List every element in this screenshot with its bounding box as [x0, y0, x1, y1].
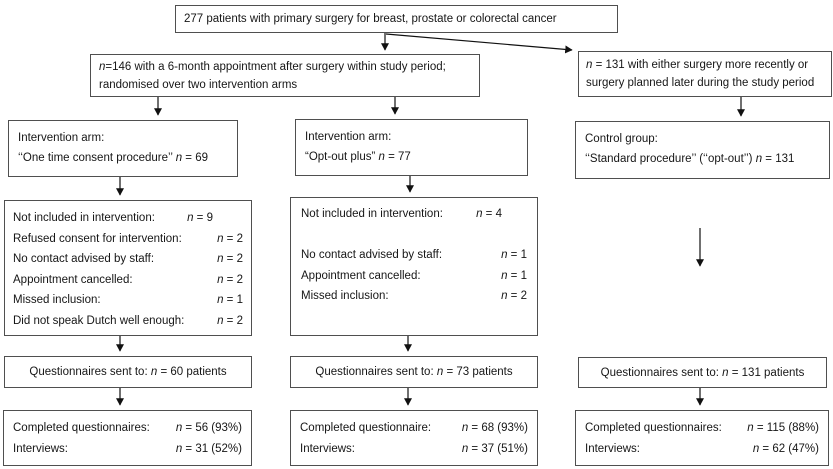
exclusion-label: Refused consent for intervention:: [13, 232, 182, 245]
exclusion-value: n = 1: [501, 269, 527, 282]
box-exclusions-opt-out-plus: Not included in intervention: n = 4 No c…: [290, 197, 538, 336]
arm-opt-out-plus-title: Intervention arm:: [305, 131, 392, 143]
outcome-row: Completed questionnaires: n = 115 (88%): [585, 418, 819, 439]
box-control-source: n = 131 with either surgery more recentl…: [578, 51, 832, 97]
exclusion-value: n = 2: [217, 253, 243, 265]
exclusion-value: n = 4: [476, 208, 502, 220]
box-questionnaires-control: Questionnaires sent to: n = 131 patients: [578, 357, 827, 388]
exclusion-row: Refused consent for intervention: n = 2: [13, 229, 243, 250]
exclusion-row: Appointment cancelled: n = 1: [301, 266, 527, 287]
outcome-value: n = 68 (93%): [461, 422, 528, 434]
box-control-group: Control group: ‘‘Standard procedure’’ (‘…: [575, 121, 830, 179]
exclusion-label: Not included in intervention:: [301, 208, 443, 220]
control-group-title: Control group:: [585, 133, 658, 145]
arm-one-time-title: Intervention arm:: [18, 132, 105, 144]
blank-row: [301, 225, 527, 246]
outcome-row: Interviews: n = 62 (47%): [585, 439, 819, 460]
exclusion-label: Missed inclusion:: [301, 290, 389, 302]
outcome-label: Completed questionnaire:: [300, 422, 432, 434]
control-source-line2: surgery planned later during the study p…: [586, 77, 815, 89]
questionnaires-sent-text: Questionnaires sent to: n = 73 patients: [315, 366, 513, 378]
exclusion-row: Missed inclusion: n = 1: [13, 290, 243, 311]
outcome-row: Interviews: n = 37 (51%): [300, 439, 528, 460]
exclusion-label: Appointment cancelled:: [301, 269, 421, 282]
exclusion-label: No contact advised by staff:: [301, 249, 443, 261]
exclusion-row: Did not speak Dutch well enough: n = 2: [13, 311, 243, 332]
arm-one-time-detail: ‘‘One time consent procedure’’ n = 69: [18, 151, 208, 164]
total-patients-text: 277 patients with primary surgery for br…: [184, 13, 557, 25]
exclusion-value: n = 2: [217, 232, 243, 245]
outcome-row: Completed questionnaire: n = 68 (93%): [300, 418, 528, 439]
outcome-value: n = 56 (93%): [175, 422, 242, 434]
randomised-line1: n=146 with a 6-month appointment after s…: [99, 61, 446, 73]
box-randomised: n=146 with a 6-month appointment after s…: [90, 54, 480, 97]
exclusion-row: Appointment cancelled: n = 2: [13, 270, 243, 291]
outcome-value: n = 37 (51%): [461, 443, 528, 455]
exclusion-label: Missed inclusion:: [13, 294, 101, 306]
box-total-patients: 277 patients with primary surgery for br…: [175, 5, 618, 33]
outcome-value: n = 115 (88%): [747, 422, 819, 434]
arm-opt-out-plus-detail: “Opt-out plus” n = 77: [305, 150, 411, 163]
outcome-value: n = 31 (52%): [175, 443, 242, 455]
box-outcomes-control: Completed questionnaires: n = 115 (88%) …: [575, 410, 829, 466]
box-arm-opt-out-plus: Intervention arm: “Opt-out plus” n = 77: [295, 119, 528, 176]
outcome-label: Interviews:: [300, 443, 355, 455]
exclusion-label: Appointment cancelled:: [13, 273, 133, 286]
box-outcomes-one-time: Completed questionnaires: n = 56 (93%) I…: [3, 410, 252, 466]
box-questionnaires-one-time: Questionnaires sent to: n = 60 patients: [4, 356, 252, 388]
arrow-total-to-control-source: [385, 33, 573, 54]
outcome-label: Interviews:: [585, 443, 640, 455]
exclusion-value: n = 2: [217, 273, 243, 286]
exclusion-value: n = 2: [217, 314, 243, 327]
exclusion-value: n = 1: [501, 249, 527, 261]
control-source-line1: n = 131 with either surgery more recentl…: [586, 59, 809, 71]
exclusion-row: Missed inclusion: n = 2: [301, 286, 527, 307]
exclusion-label: No contact advised by staff:: [13, 253, 155, 265]
exclusion-row: No contact advised by staff: n = 1: [301, 245, 527, 266]
questionnaires-sent-text: Questionnaires sent to: n = 60 patients: [29, 366, 227, 378]
box-outcomes-opt-out-plus: Completed questionnaire: n = 68 (93%) In…: [290, 410, 538, 466]
exclusion-value: n = 1: [217, 294, 243, 306]
exclusion-row: Not included in intervention: n = 4: [301, 204, 527, 225]
outcome-value: n = 62 (47%): [752, 443, 819, 455]
outcome-label: Interviews:: [13, 443, 68, 455]
outcome-label: Completed questionnaires:: [13, 422, 150, 434]
exclusion-row: Not included in intervention: n = 9: [13, 208, 243, 229]
box-questionnaires-opt-out-plus: Questionnaires sent to: n = 73 patients: [290, 356, 538, 388]
exclusion-label: Did not speak Dutch well enough:: [13, 314, 185, 327]
box-exclusions-one-time: Not included in intervention: n = 9 Refu…: [4, 200, 252, 336]
exclusion-row: No contact advised by staff: n = 2: [13, 249, 243, 270]
exclusion-value: n = 2: [501, 290, 527, 302]
outcome-label: Completed questionnaires:: [585, 422, 722, 434]
questionnaires-sent-text: Questionnaires sent to: n = 131 patients: [600, 366, 805, 379]
outcome-row: Interviews: n = 31 (52%): [13, 439, 242, 460]
outcome-row: Completed questionnaires: n = 56 (93%): [13, 418, 242, 439]
exclusion-value: n = 9: [187, 212, 213, 224]
exclusion-label: Not included in intervention:: [13, 212, 155, 224]
box-arm-one-time-consent: Intervention arm: ‘‘One time consent pro…: [8, 120, 238, 177]
randomised-line2: randomised over two intervention arms: [99, 78, 298, 91]
control-group-detail: ‘‘Standard procedure’’ (‘‘opt-out’’) n =…: [585, 152, 795, 165]
